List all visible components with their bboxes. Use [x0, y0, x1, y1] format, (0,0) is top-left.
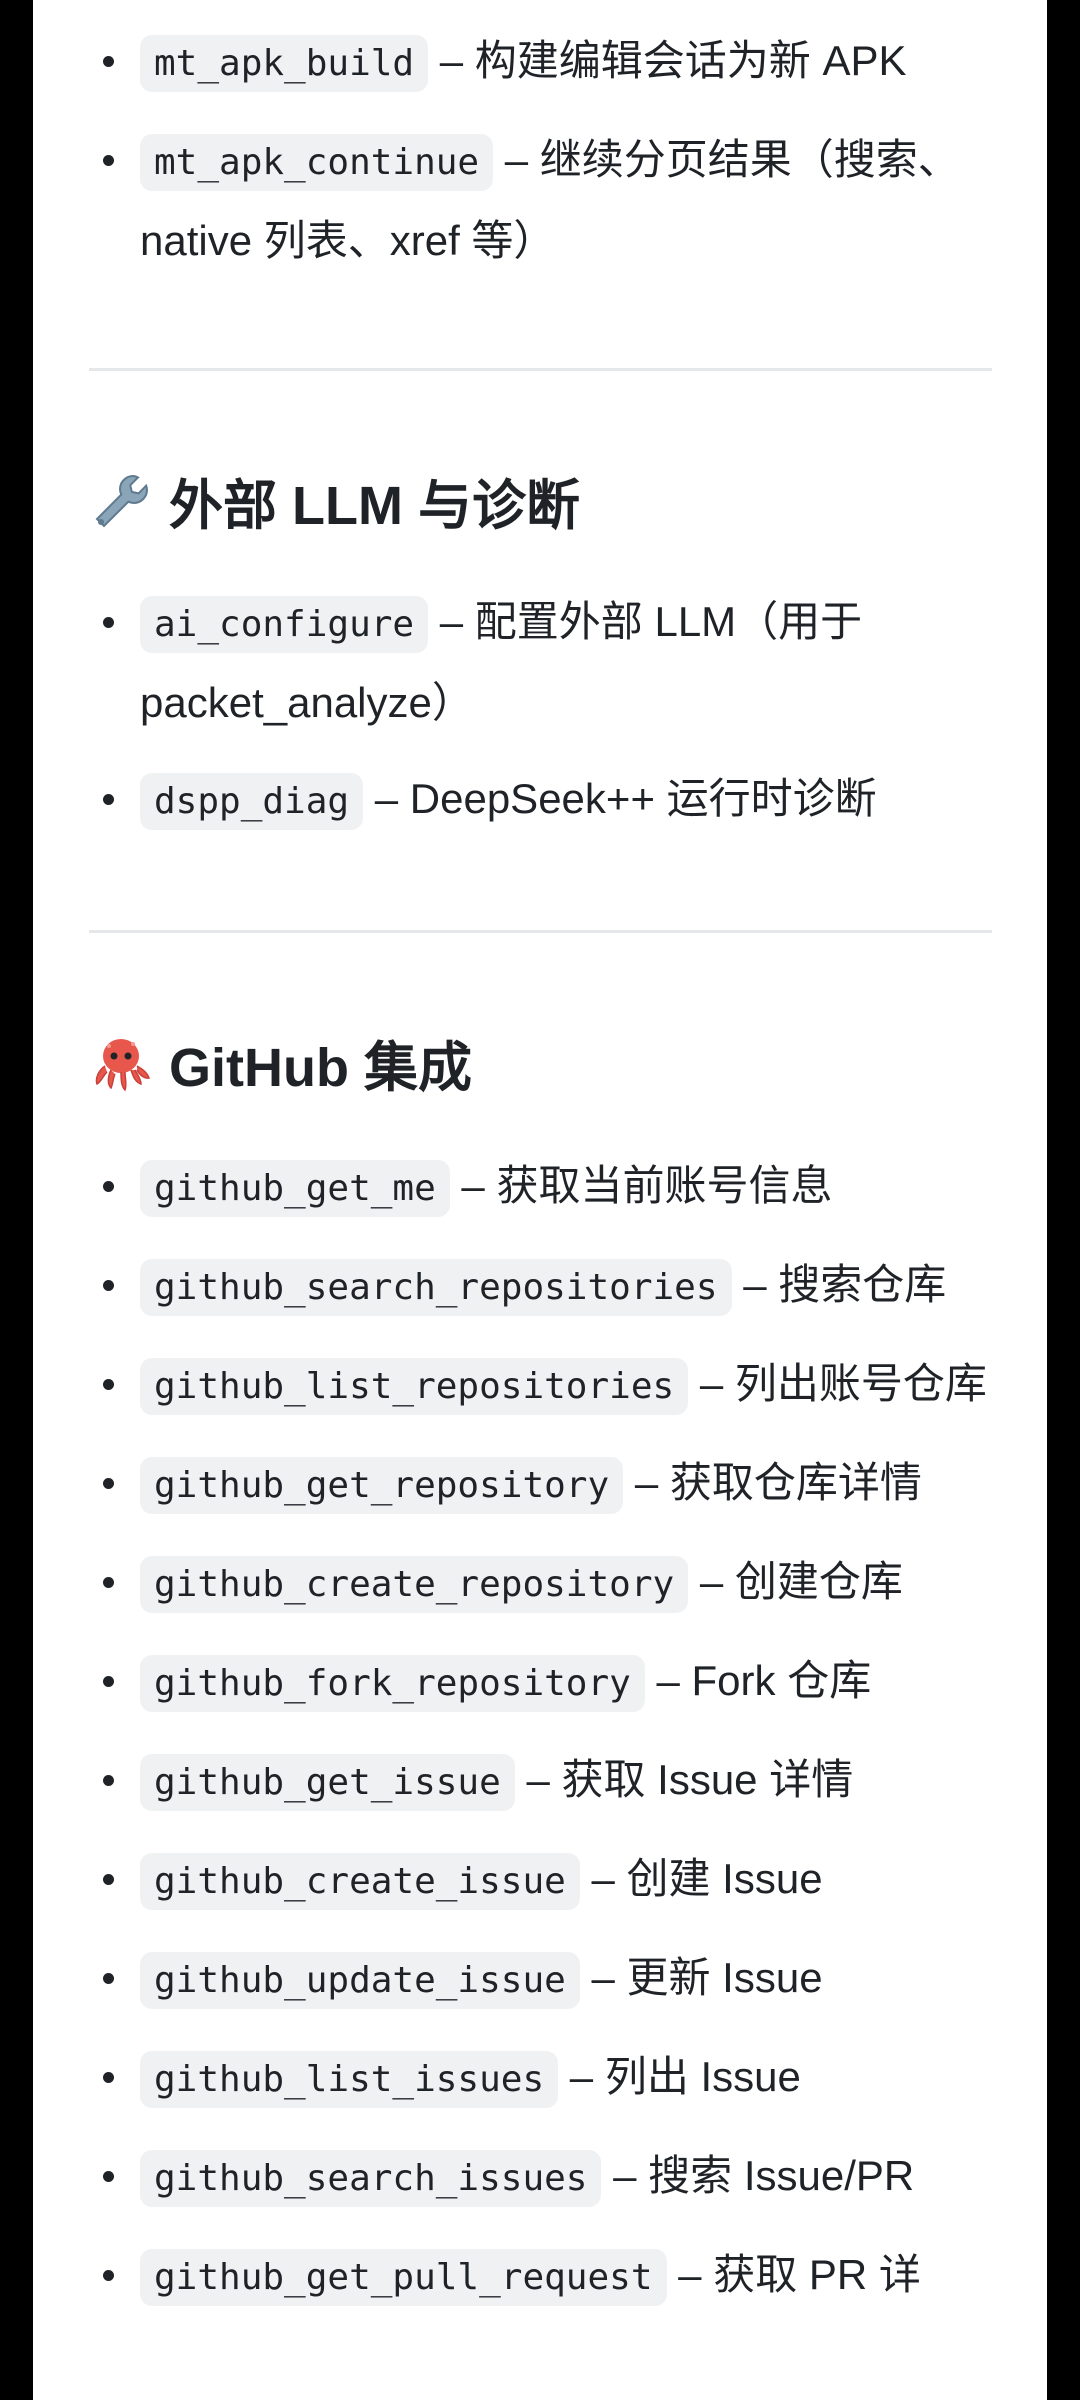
- tool-description: – 创建仓库: [688, 1558, 903, 1605]
- tool-description: – Fork 仓库: [644, 1657, 872, 1704]
- wrench-icon: [95, 474, 149, 528]
- tool-description: – 获取仓库详情: [623, 1459, 922, 1506]
- list-item: github_get_issue – 获取 Issue 详情: [89, 1741, 992, 1822]
- tool-description: – 创建 Issue: [579, 1855, 823, 1902]
- list-item: github_create_repository – 创建仓库: [89, 1543, 992, 1624]
- tool-name-code: github_create_repository: [140, 1556, 689, 1613]
- section-heading-llm: 外部 LLM 与诊断: [89, 470, 580, 541]
- tool-name-code: github_search_issues: [140, 2150, 602, 2207]
- tool-name-code: github_fork_repository: [140, 1655, 645, 1712]
- tool-name-code: ai_configure: [140, 596, 429, 653]
- tool-name-code: github_update_issue: [140, 1952, 580, 2009]
- list-item: github_update_issue – 更新 Issue: [89, 1939, 992, 2020]
- tool-name-code: github_get_issue: [140, 1754, 515, 1811]
- section-title: 外部 LLM 与诊断: [169, 476, 580, 536]
- tool-name-code: mt_apk_build: [140, 35, 429, 92]
- tool-name-code: mt_apk_continue: [140, 134, 494, 191]
- github-tools-list: github_get_me – 获取当前账号信息 github_search_r…: [89, 1147, 992, 2317]
- tool-description: – 搜索 Issue/PR: [601, 2152, 915, 2199]
- llm-tools-section: ai_configure – 配置外部 LLM（用于 packet_analyz…: [89, 583, 992, 859]
- tool-name-code: github_get_repository: [140, 1457, 624, 1514]
- tool-description: – 更新 Issue: [579, 1954, 823, 2001]
- section-divider: [89, 930, 992, 933]
- list-item: github_list_repositories – 列出账号仓库: [89, 1345, 992, 1426]
- list-item: github_create_issue – 创建 Issue: [89, 1840, 992, 1921]
- list-item: github_get_pull_request – 获取 PR 详: [89, 2236, 992, 2317]
- list-item: github_list_issues – 列出 Issue: [89, 2038, 992, 2119]
- section-title: GitHub 集成: [169, 1038, 472, 1098]
- github-tools-section: github_get_me – 获取当前账号信息 github_search_r…: [89, 1147, 992, 2335]
- tool-name-code: github_get_me: [140, 1160, 450, 1217]
- apk-tools-list: mt_apk_build – 构建编辑会话为新 APK mt_apk_conti…: [89, 22, 992, 280]
- octopus-icon: [95, 1039, 150, 1092]
- section-divider: [89, 368, 992, 371]
- tool-description: – 配置外部 LLM（用于 packet_analyze）: [140, 598, 863, 726]
- section-heading-github: GitHub 集成: [89, 1032, 472, 1103]
- list-item: github_search_issues – 搜索 Issue/PR: [89, 2137, 992, 2218]
- tool-description: – 获取 Issue 详情: [514, 1756, 854, 1803]
- tool-description: – 获取当前账号信息: [449, 1162, 833, 1209]
- list-item: github_search_repositories – 搜索仓库: [89, 1246, 992, 1327]
- tool-description: – 继续分页结果（搜索、native 列表、xref 等）: [140, 136, 960, 264]
- apk-tools-section: mt_apk_build – 构建编辑会话为新 APK mt_apk_conti…: [89, 22, 992, 298]
- tool-name-code: github_list_repositories: [140, 1358, 689, 1415]
- tool-description: – DeepSeek++ 运行时诊断: [363, 775, 877, 822]
- list-item: github_fork_repository – Fork 仓库: [89, 1642, 992, 1723]
- tool-description: – 列出账号仓库: [688, 1360, 987, 1407]
- list-item: ai_configure – 配置外部 LLM（用于 packet_analyz…: [89, 583, 992, 742]
- tool-description: – 构建编辑会话为新 APK: [428, 37, 907, 84]
- llm-tools-list: ai_configure – 配置外部 LLM（用于 packet_analyz…: [89, 583, 992, 841]
- list-item: github_get_me – 获取当前账号信息: [89, 1147, 992, 1228]
- document-page: mt_apk_build – 构建编辑会话为新 APK mt_apk_conti…: [33, 0, 1047, 2400]
- tool-name-code: github_search_repositories: [140, 1259, 732, 1316]
- list-item: mt_apk_continue – 继续分页结果（搜索、native 列表、xr…: [89, 121, 992, 280]
- tool-name-code: github_list_issues: [140, 2051, 559, 2108]
- tool-name-code: dspp_diag: [140, 773, 364, 830]
- list-item: mt_apk_build – 构建编辑会话为新 APK: [89, 22, 992, 103]
- tool-description: – 列出 Issue: [558, 2053, 801, 2100]
- list-item: dspp_diag – DeepSeek++ 运行时诊断: [89, 760, 992, 841]
- tool-description: – 搜索仓库: [731, 1261, 947, 1308]
- tool-description: – 获取 PR 详: [666, 2251, 921, 2298]
- tool-name-code: github_create_issue: [140, 1853, 580, 1910]
- list-item: github_get_repository – 获取仓库详情: [89, 1444, 992, 1525]
- tool-name-code: github_get_pull_request: [140, 2249, 667, 2306]
